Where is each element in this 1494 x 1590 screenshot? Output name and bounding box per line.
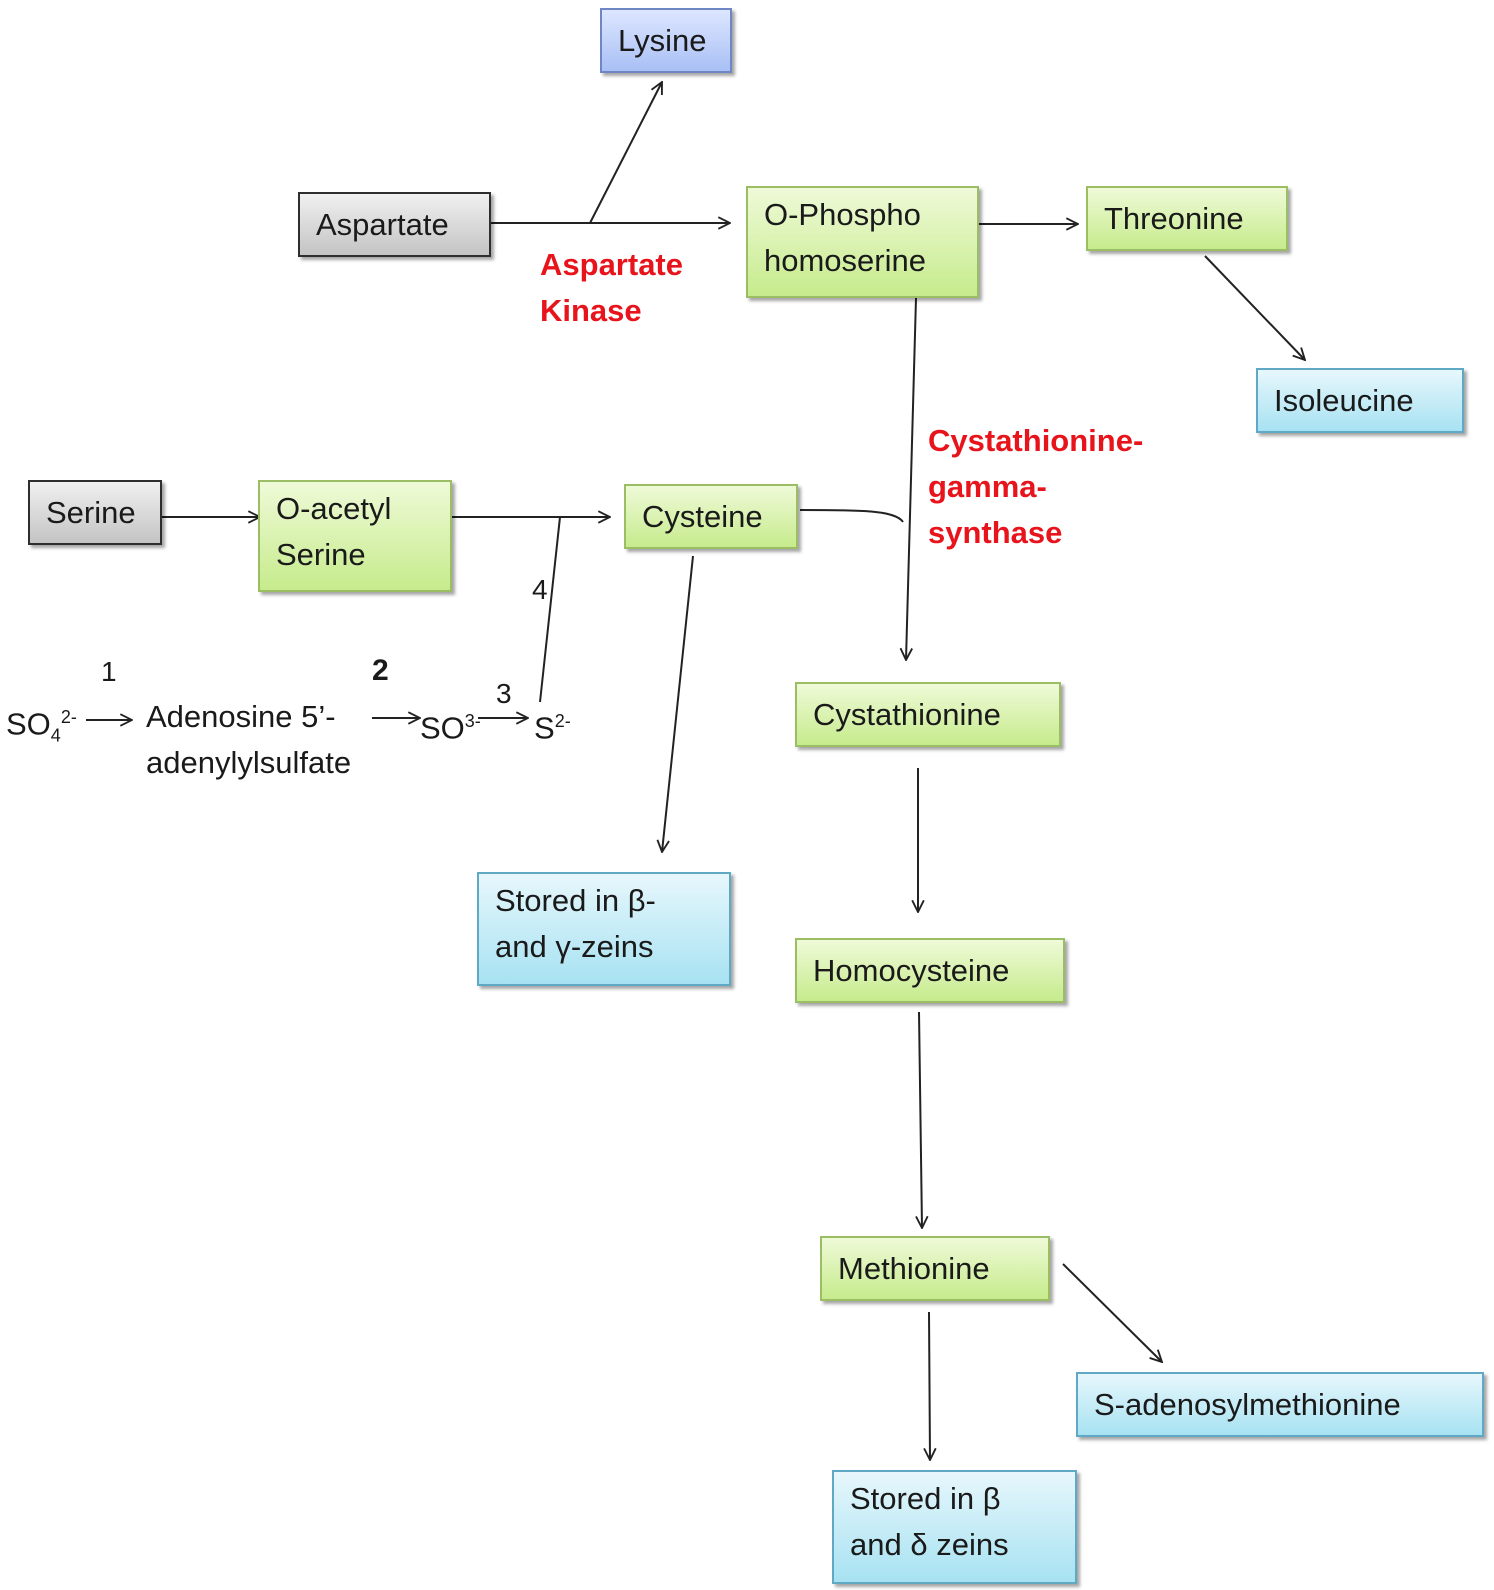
step-2-label: 2 [372,654,389,687]
species-aps: Adenosine 5’- adenylylsulfate [146,694,351,786]
node-o-phospho-homoserine-line1: O-Phospho [764,197,921,232]
sulfide-base: S [534,710,555,746]
node-homocysteine: Homocysteine [795,938,1065,1003]
species-sulfide: S2- [534,698,571,751]
sulfite-charge: 3- [464,711,481,731]
sulfate-subscript: 4 [50,725,61,746]
node-o-acetyl-serine-line1: O-acetyl [276,491,392,526]
species-sulfate: SO42- [6,694,77,759]
node-threonine-label: Threonine [1104,201,1244,236]
node-o-acetyl-serine-line2: Serine [276,537,366,572]
enzyme-cystathionine-gamma-synthase: Cystathionine- gamma- synthase [928,418,1143,556]
node-serine: Serine [28,480,162,545]
node-homocysteine-label: Homocysteine [813,953,1010,988]
node-stored-beta-delta: Stored in β and δ zeins [832,1470,1077,1584]
node-cysteine: Cysteine [624,484,798,549]
line-sulfide-to-cysteine [539,516,561,703]
enzyme-cgs-line2: gamma- [928,469,1047,504]
step-3-label: 3 [496,678,512,709]
node-cystathionine-label: Cystathionine [813,697,1001,732]
node-o-phospho-homoserine: O-Phospho homoserine [746,186,979,298]
node-o-phospho-homoserine-line2: homoserine [764,243,926,278]
node-aspartate: Aspartate [298,192,491,257]
node-cysteine-label: Cysteine [642,499,763,534]
node-stored-beta-gamma-line2: and γ-zeins [495,929,654,964]
node-o-acetyl-serine: O-acetyl Serine [258,480,452,592]
enzyme-cgs-line1: Cystathionine- [928,423,1144,458]
aps-line1: Adenosine 5’- [146,699,336,734]
node-isoleucine: Isoleucine [1256,368,1464,433]
enzyme-aspartate-kinase-line2: Kinase [540,293,642,328]
node-serine-label: Serine [46,495,136,530]
aps-line2: adenylylsulfate [146,745,352,780]
arrow-aspartate-to-lysine [589,82,662,224]
arrow-threonine-to-isoleucine [1204,255,1305,360]
line-cysteine-to-cgs [799,509,904,523]
node-threonine: Threonine [1086,186,1288,251]
node-methionine-label: Methionine [838,1251,990,1286]
node-stored-beta-gamma: Stored in β- and γ-zeins [477,872,731,986]
node-isoleucine-label: Isoleucine [1274,383,1414,418]
node-stored-beta-delta-line2: and δ zeins [850,1527,1009,1562]
node-cystathionine: Cystathionine [795,682,1061,747]
arrow-methionine-to-storage [929,1311,930,1460]
step-1-label: 1 [101,656,117,687]
node-s-adenosylmethionine: S-adenosylmethionine [1076,1372,1484,1437]
enzyme-cgs-line3: synthase [928,515,1063,550]
step-4-label: 4 [532,574,548,605]
node-methionine: Methionine [820,1236,1050,1301]
node-stored-beta-delta-line1: Stored in β [850,1481,1001,1516]
species-sulfite: SO3- [420,698,481,751]
node-aspartate-label: Aspartate [316,207,449,242]
arrow-homocysteine-to-methionine [919,1011,922,1228]
node-lysine-label: Lysine [618,23,707,58]
sulfate-charge: 2- [60,707,77,727]
arrow-ophospho-to-cystathionine [906,297,917,660]
sulfate-base: SO [6,706,51,742]
node-lysine: Lysine [600,8,732,73]
sulfide-charge: 2- [554,711,571,731]
enzyme-aspartate-kinase-line1: Aspartate [540,247,683,282]
enzyme-aspartate-kinase: Aspartate Kinase [540,242,683,334]
sulfite-base: SO [420,710,465,746]
node-s-adenosylmethionine-label: S-adenosylmethionine [1094,1387,1401,1422]
arrow-cysteine-to-storage [662,555,694,852]
node-stored-beta-gamma-line1: Stored in β- [495,883,656,918]
arrow-methionine-to-sam [1062,1263,1162,1362]
